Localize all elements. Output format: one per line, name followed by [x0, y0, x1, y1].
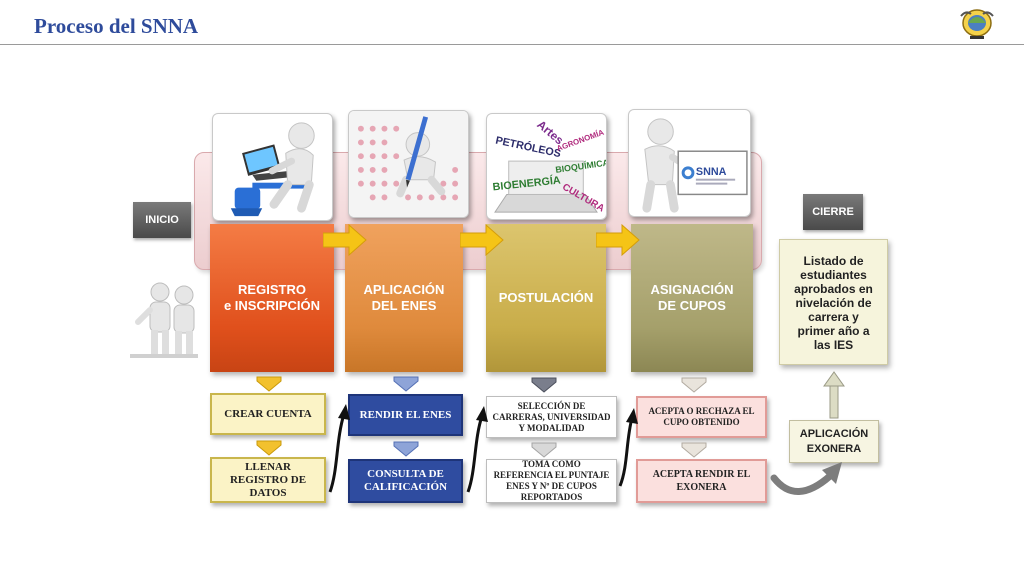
- step-consulta-line-1: CONSULTA DE: [367, 468, 444, 480]
- step-seleccion-carreras: SELECCIÓN DE CARRERAS, UNIVERSIDAD Y MOD…: [486, 396, 617, 438]
- snna-logo-text: SNNA: [696, 166, 727, 178]
- step-llenar-line-2: REGISTRO DE: [229, 473, 307, 486]
- phase-enes-line-2: DEL ENES: [371, 298, 437, 313]
- aplicacion-exonera-box: APLICACIÓN EXONERA: [789, 420, 879, 463]
- step-toma-line-2: REFERENCIA EL PUNTAJE: [493, 470, 610, 480]
- result-listado-estudiantes: Listado de estudiantes aprobados en nive…: [779, 239, 888, 365]
- step-acepta-line-2: CUPO OBTENIDO: [663, 417, 740, 427]
- phase-postulacion-line-1: POSTULACIÓN: [498, 290, 594, 305]
- phase-asignacion-line-1: ASIGNACIÓN: [650, 282, 734, 297]
- step-llenar-line-3: DATOS: [249, 486, 287, 499]
- phase-postulacion: POSTULACIÓN: [486, 224, 606, 372]
- step-rendir-enes-text: RENDIR EL ENES: [359, 409, 452, 421]
- phase-arrow-1-icon: [323, 224, 367, 256]
- step-llenar-line-1: LLENAR: [245, 460, 291, 473]
- result-line-5: carrera y: [808, 310, 859, 324]
- result-line-2: estudiantes: [800, 268, 867, 282]
- end-tag: CIERRE: [803, 194, 863, 230]
- phase-asignacion-cupos: ASIGNACIÓN DE CUPOS: [631, 224, 753, 372]
- exonera-line-1: APLICACIÓN: [799, 428, 869, 440]
- result-line-7: las IES: [813, 338, 854, 352]
- careers-illustration: PETRÓLEOS Artes AGRONOMÍA BIOQUÍMICA BIO…: [486, 113, 607, 220]
- step-seleccion-line-1: SELECCIÓN DE: [517, 400, 586, 411]
- exam-illustration: [348, 110, 469, 218]
- result-line-4: nivelación de: [795, 296, 872, 310]
- header-divider: [0, 44, 1024, 45]
- result-line-1: Listado de: [803, 254, 864, 268]
- registration-illustration: [212, 113, 333, 221]
- phase-asignacion-line-2: DE CUPOS: [658, 298, 726, 313]
- step-acepta-line-1: ACEPTA O RECHAZA EL: [648, 406, 755, 416]
- step-toma-line-4: REPORTADOS: [520, 492, 583, 502]
- result-line-3: aprobados en: [794, 282, 873, 296]
- step-exonera-line-1: ACEPTA RENDIR EL: [652, 469, 751, 480]
- phase-registro-line-2: e INSCRIPCIÓN: [223, 298, 321, 313]
- phase-enes-line-1: APLICACIÓN: [363, 282, 445, 297]
- step-seleccion-line-3: Y MODALIDAD: [518, 422, 585, 433]
- step-seleccion-line-2: CARRERAS, UNIVERSIDAD: [492, 411, 611, 422]
- start-tag: INICIO: [133, 202, 191, 238]
- step-exonera-line-2: EXONERA: [676, 482, 727, 493]
- phase-arrow-3-icon: [596, 224, 640, 256]
- step-consulta-line-2: CALIFICACIÓN: [363, 481, 448, 493]
- phase-registro: REGISTRO e INSCRIPCIÓN: [210, 224, 334, 372]
- people-icon: [130, 282, 198, 358]
- step-crear-cuenta: CREAR CUENTA: [210, 393, 326, 435]
- step-consulta-calificacion: CONSULTA DE CALIFICACIÓN: [348, 459, 463, 503]
- step-acepta-rechaza: ACEPTA O RECHAZA EL CUPO OBTENIDO: [636, 396, 767, 438]
- phase-registro-line-1: REGISTRO: [238, 282, 306, 297]
- step-toma-line-1: TOMA COMO: [522, 459, 581, 469]
- exonera-line-2: EXONERA: [806, 443, 862, 455]
- result-line-6: primer año a: [797, 324, 870, 338]
- step-llenar-registro: LLENAR REGISTRO DE DATOS: [210, 457, 326, 503]
- step-rendir-enes: RENDIR EL ENES: [348, 394, 463, 436]
- seal-icon: [957, 6, 997, 42]
- snna-board-illustration: SNNA: [628, 109, 751, 217]
- step-toma-line-3: ENES Y Nº DE CUPOS: [506, 481, 597, 491]
- step-acepta-rendir-exonera: ACEPTA RENDIR EL EXONERA: [636, 459, 767, 503]
- page-title: Proceso del SNNA: [34, 14, 199, 38]
- step-toma-referencia: TOMA COMO REFERENCIA EL PUNTAJE ENES Y N…: [486, 459, 617, 503]
- step-crear-cuenta-text: CREAR CUENTA: [224, 408, 312, 420]
- phase-arrow-2-icon: [460, 224, 504, 256]
- phase-aplicacion-enes: APLICACIÓN DEL ENES: [345, 224, 463, 372]
